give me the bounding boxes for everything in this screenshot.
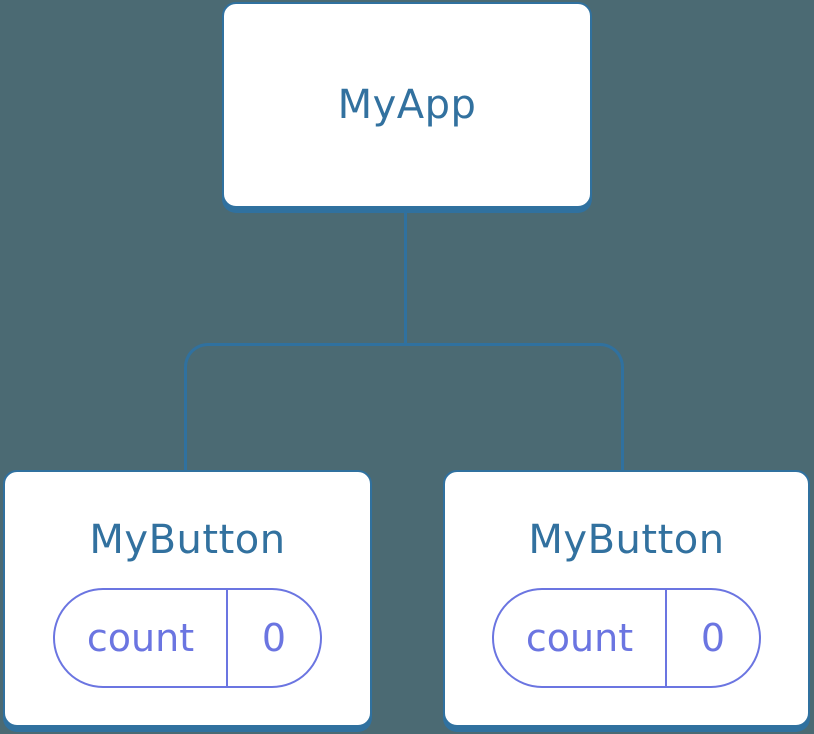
- state-value: 0: [700, 616, 726, 660]
- child-node-title: MyButton: [89, 517, 286, 563]
- state-value: 0: [261, 616, 287, 660]
- connector-bracket: [184, 343, 624, 470]
- state-name-label: count: [494, 590, 667, 686]
- child-node-right: MyButton count 0: [443, 470, 810, 727]
- state-pill: count 0: [53, 588, 322, 688]
- root-node: MyApp: [222, 2, 592, 208]
- state-name-label: count: [55, 590, 228, 686]
- connector-stem: [404, 211, 407, 345]
- child-node-title: MyButton: [528, 517, 725, 563]
- root-node-title: MyApp: [337, 82, 477, 128]
- child-node-left: MyButton count 0: [3, 470, 372, 727]
- state-pill: count 0: [492, 588, 761, 688]
